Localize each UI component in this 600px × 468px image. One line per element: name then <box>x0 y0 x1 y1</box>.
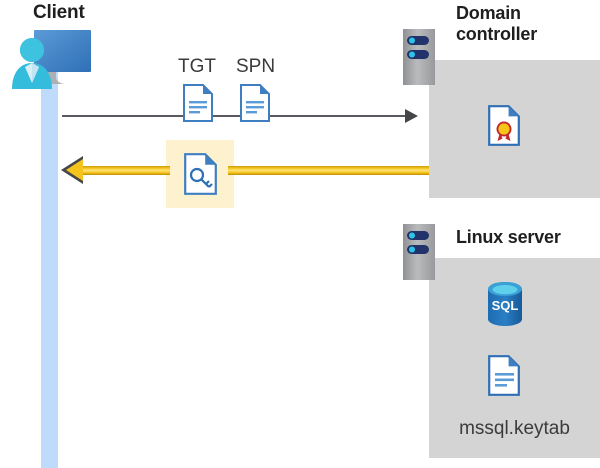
client-lifeline <box>41 62 58 468</box>
svg-text:SQL: SQL <box>492 298 519 313</box>
domain-controller-title: Domain controller <box>456 3 538 44</box>
request-arrow-line <box>62 115 409 117</box>
document-icon <box>240 84 270 122</box>
response-arrow-line-right <box>228 166 429 175</box>
spn-label: SPN <box>236 56 276 77</box>
keytab-file-label: mssql.keytab <box>459 418 570 439</box>
server-rack-icon <box>403 224 435 280</box>
linux-server-title: Linux server <box>456 227 561 247</box>
client-title: Client <box>33 2 85 23</box>
server-rack-icon <box>403 29 435 85</box>
tgt-label: TGT <box>178 56 216 77</box>
document-icon <box>183 84 213 122</box>
client-icon <box>12 30 91 89</box>
certificate-document-icon <box>488 105 520 146</box>
sql-database-icon: SQL <box>488 282 522 326</box>
request-arrow-head <box>405 109 418 123</box>
document-key-icon <box>184 153 217 195</box>
response-arrow-head-inner <box>66 159 83 181</box>
document-icon <box>488 355 520 396</box>
response-arrow-line-left <box>78 166 170 175</box>
